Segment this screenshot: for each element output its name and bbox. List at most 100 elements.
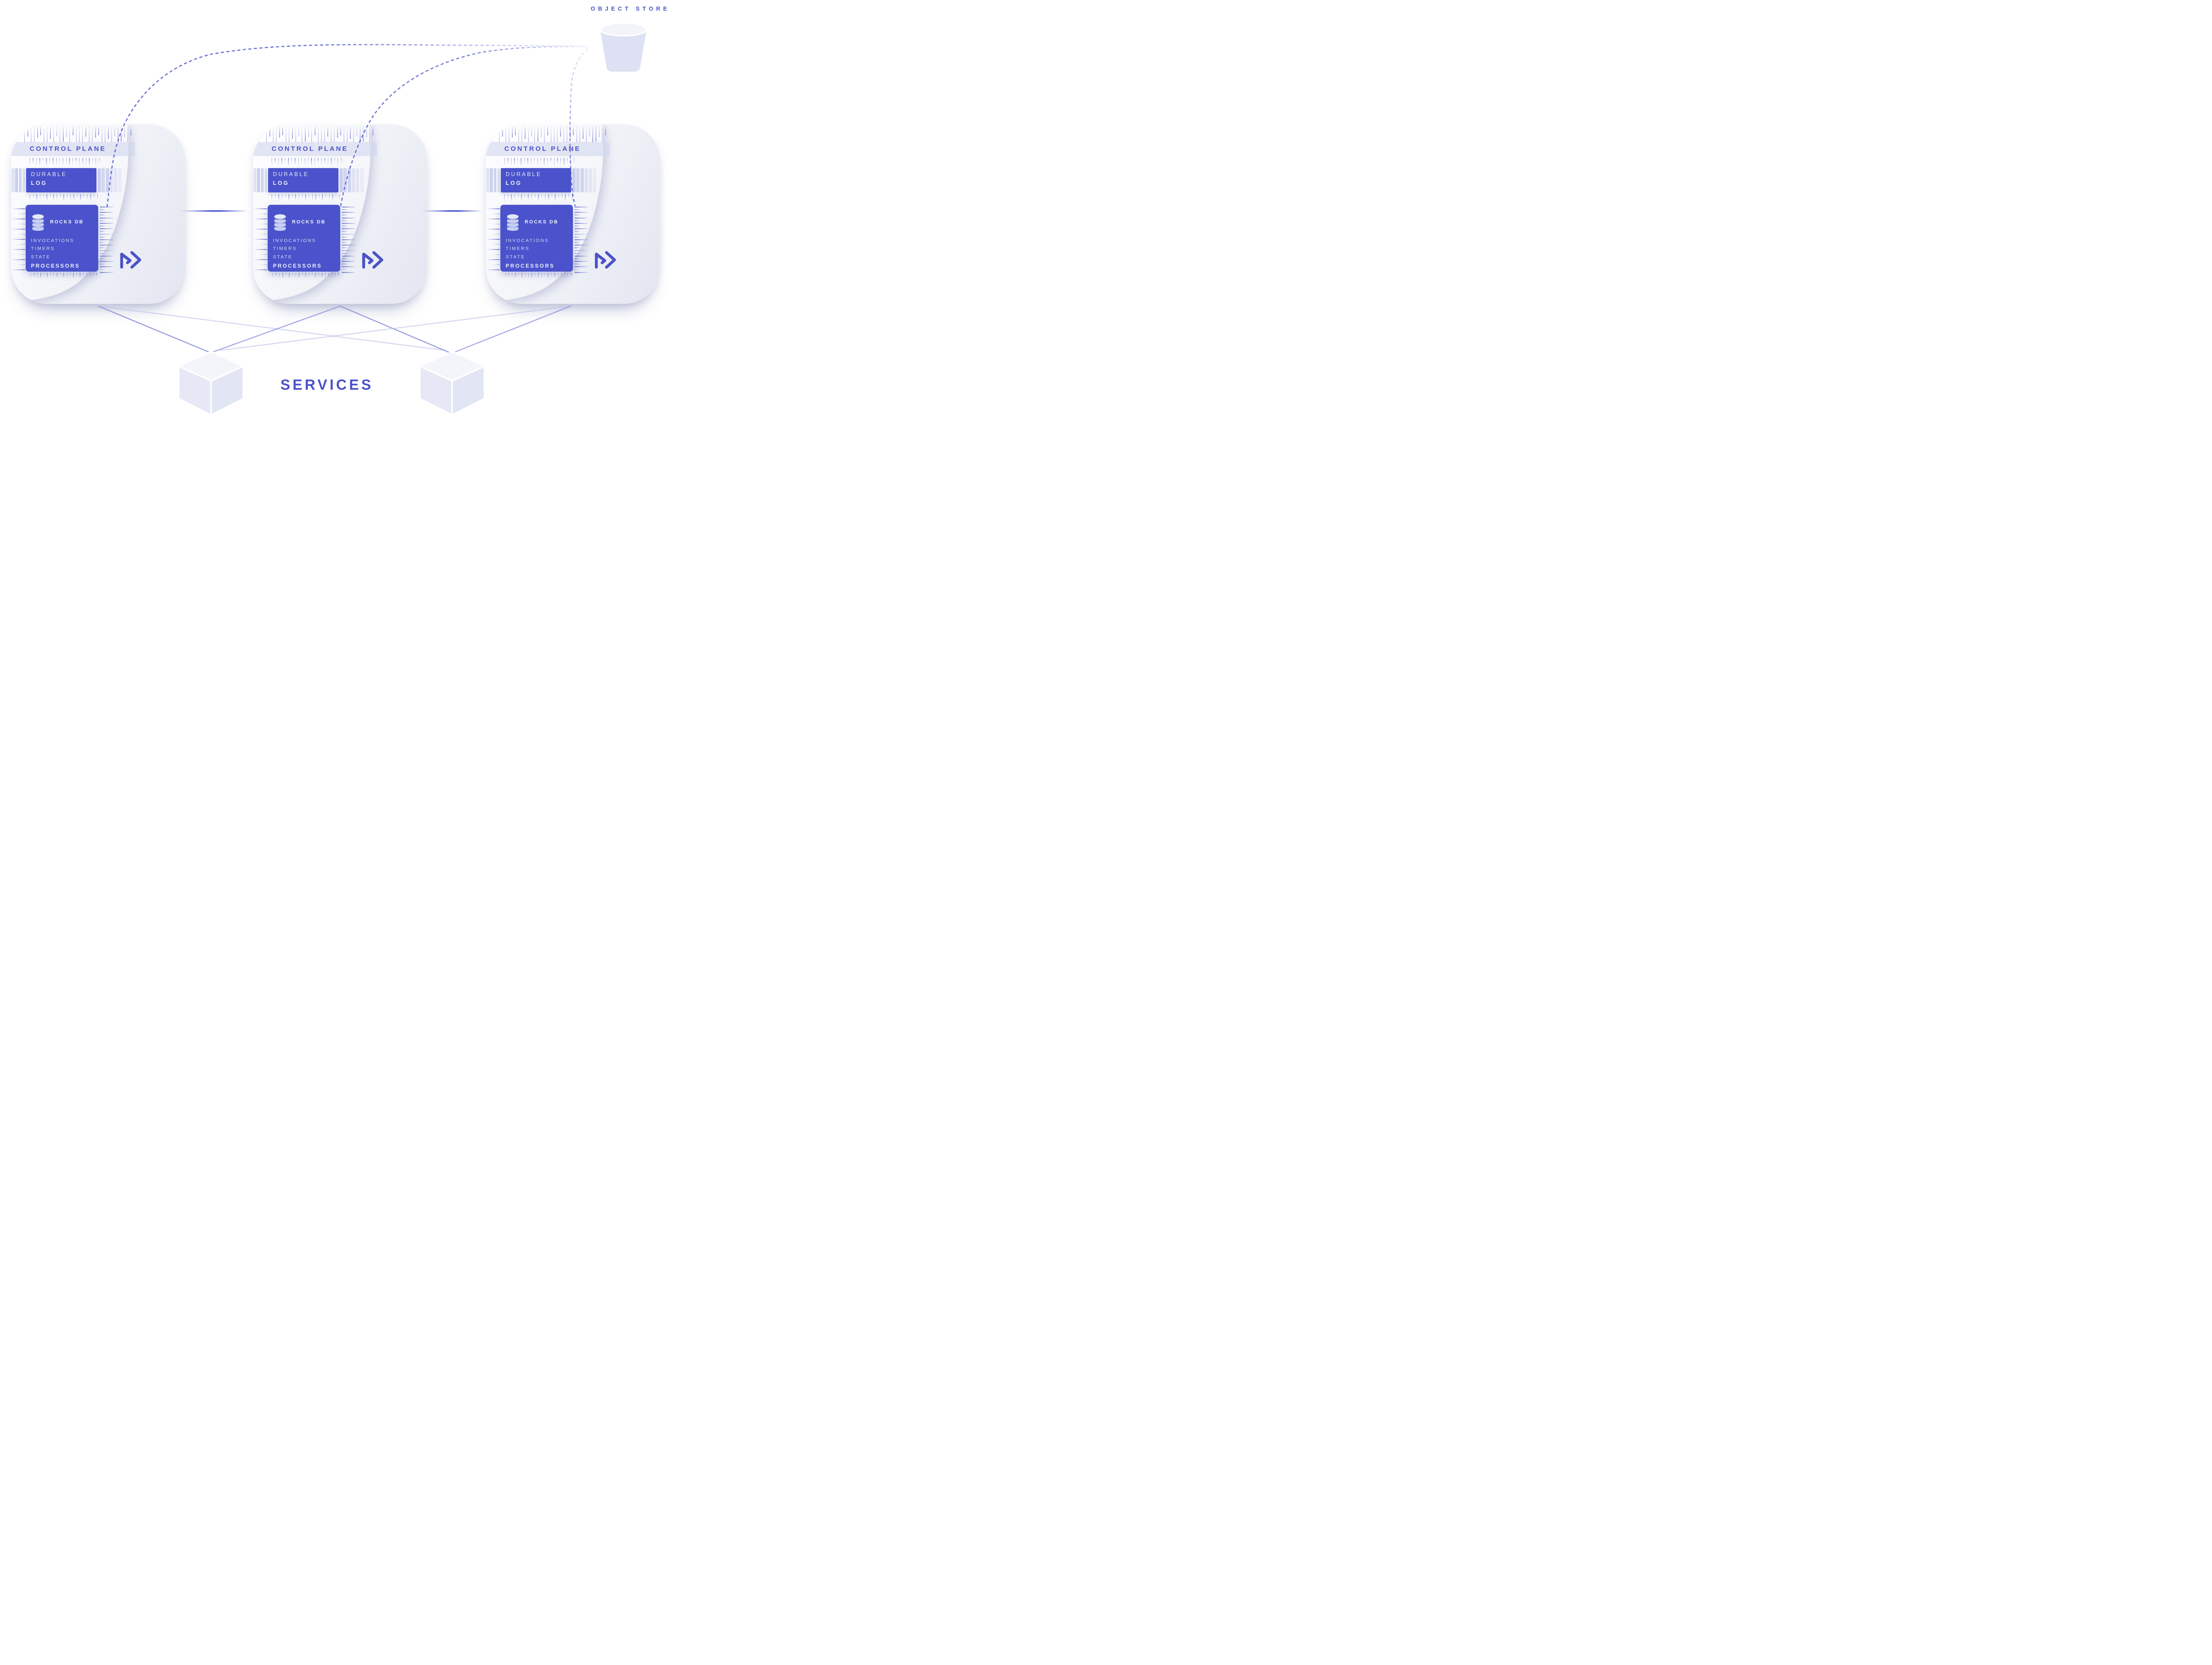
hatch-mark — [100, 217, 113, 219]
hatch-mark — [575, 236, 581, 238]
restate-node-2: CONTROL PLANE DURABLE LOG ROCKS DB — [253, 124, 427, 304]
hatch-mark — [18, 254, 25, 255]
hatch-mark — [260, 213, 267, 215]
ticks-mark — [79, 158, 80, 166]
ticks-mark — [27, 126, 28, 137]
ticks-mark — [337, 126, 338, 138]
ticks-mark — [36, 158, 37, 166]
hatch-mark — [486, 208, 500, 209]
hatch-mark — [260, 234, 267, 235]
bars-mark — [15, 168, 18, 192]
hatch-mark — [342, 217, 355, 219]
ticks-mark — [366, 126, 367, 137]
bars-mark — [101, 168, 105, 192]
hatch-mark — [575, 272, 588, 273]
hatch-mark — [100, 236, 106, 238]
hatch-mark — [342, 264, 348, 265]
hatch-mark — [100, 261, 113, 262]
ticks-mark — [514, 158, 515, 165]
hatch-mark — [486, 249, 500, 250]
ticks-mark — [275, 194, 276, 199]
hatch-mark — [260, 254, 267, 255]
services-label: SERVICES — [280, 376, 374, 393]
hatch-mark — [342, 228, 355, 230]
restate-logo-icon — [595, 251, 616, 269]
ticks-mark — [87, 194, 88, 200]
hatch-mark — [342, 209, 348, 211]
ticks-mark — [39, 158, 40, 165]
log-ticks-top — [24, 126, 131, 143]
log-segments-left — [253, 168, 268, 192]
hatch-mark — [18, 244, 25, 245]
ticks-mark — [82, 126, 83, 142]
bars-mark — [493, 168, 497, 192]
bucket-icon — [599, 23, 647, 72]
object-store-label: OBJECT STORE — [591, 5, 670, 12]
hatch-mark — [100, 234, 113, 235]
ticks-mark — [592, 126, 593, 142]
hatch-mark — [575, 223, 588, 224]
bars-mark — [118, 168, 122, 192]
ticks-mark — [518, 126, 519, 142]
ticks-mark — [528, 126, 529, 142]
ticks-mark — [99, 158, 100, 164]
ticks-mark — [315, 194, 316, 201]
hatch-mark — [486, 269, 500, 270]
bars-mark — [584, 168, 588, 192]
hatch-mark — [342, 234, 355, 235]
hatch-mark — [12, 229, 25, 230]
ticks-mark — [524, 158, 525, 164]
hatch-mark — [342, 266, 355, 268]
hatch-mark — [575, 217, 588, 219]
ticks-mark — [325, 273, 326, 278]
ticks-mark — [340, 126, 341, 135]
hatch-mark — [575, 255, 588, 257]
ticks-mark — [53, 194, 54, 200]
ticks-mark — [298, 158, 299, 166]
ticks-mark — [547, 126, 548, 135]
ticks-mark — [70, 194, 71, 202]
hatch-mark — [486, 229, 500, 230]
bars-mark — [12, 168, 15, 192]
bars-mark — [486, 168, 489, 192]
hatch-mark — [100, 269, 106, 270]
database-icon — [274, 214, 286, 231]
hatch-mark — [342, 269, 348, 270]
hatch-mark — [100, 253, 106, 254]
ticks-mark — [86, 273, 87, 276]
ticks-mark — [505, 273, 506, 278]
rocksdb-box: ROCKS DB INVOCATIONS TIMERS STATE PROCES… — [268, 205, 340, 272]
ticks-mark — [63, 194, 64, 202]
ticks-mark — [602, 126, 603, 142]
rocksdb-label: ROCKS DB — [292, 219, 326, 225]
service-link — [213, 305, 341, 353]
hatch-mark — [492, 223, 500, 225]
bars-mark — [19, 168, 22, 192]
ticks-mark — [37, 273, 38, 278]
durable-log-box: DURABLE LOG — [501, 168, 571, 192]
rocksdb-box: ROCKS DB INVOCATIONS TIMERS STATE PROCES… — [500, 205, 573, 272]
ticks-mark — [339, 194, 340, 202]
rocksdb-label: ROCKS DB — [525, 219, 559, 225]
ticks-mark — [40, 126, 41, 135]
ticks-mark — [568, 194, 569, 199]
durable-log-box: DURABLE LOG — [268, 168, 338, 192]
hatch-mark — [12, 239, 25, 240]
log-ticks-mid — [30, 158, 100, 167]
ticks-mark — [43, 194, 44, 198]
log-segments-right — [98, 168, 122, 192]
bars-mark — [497, 168, 500, 192]
ticks-mark — [321, 158, 322, 166]
service-link — [219, 305, 572, 351]
ticks-mark — [531, 273, 532, 278]
throughput-lines-left — [12, 208, 25, 270]
restate-logo-icon — [120, 251, 142, 269]
processors-label: PROCESSORS — [506, 263, 555, 269]
ticks-mark — [90, 194, 91, 201]
ticks-mark — [302, 194, 303, 199]
bars-mark — [264, 168, 268, 192]
hatch-mark — [253, 259, 267, 260]
hatch-mark — [492, 244, 500, 245]
ticks-mark — [332, 194, 333, 201]
bars-mark — [490, 168, 493, 192]
